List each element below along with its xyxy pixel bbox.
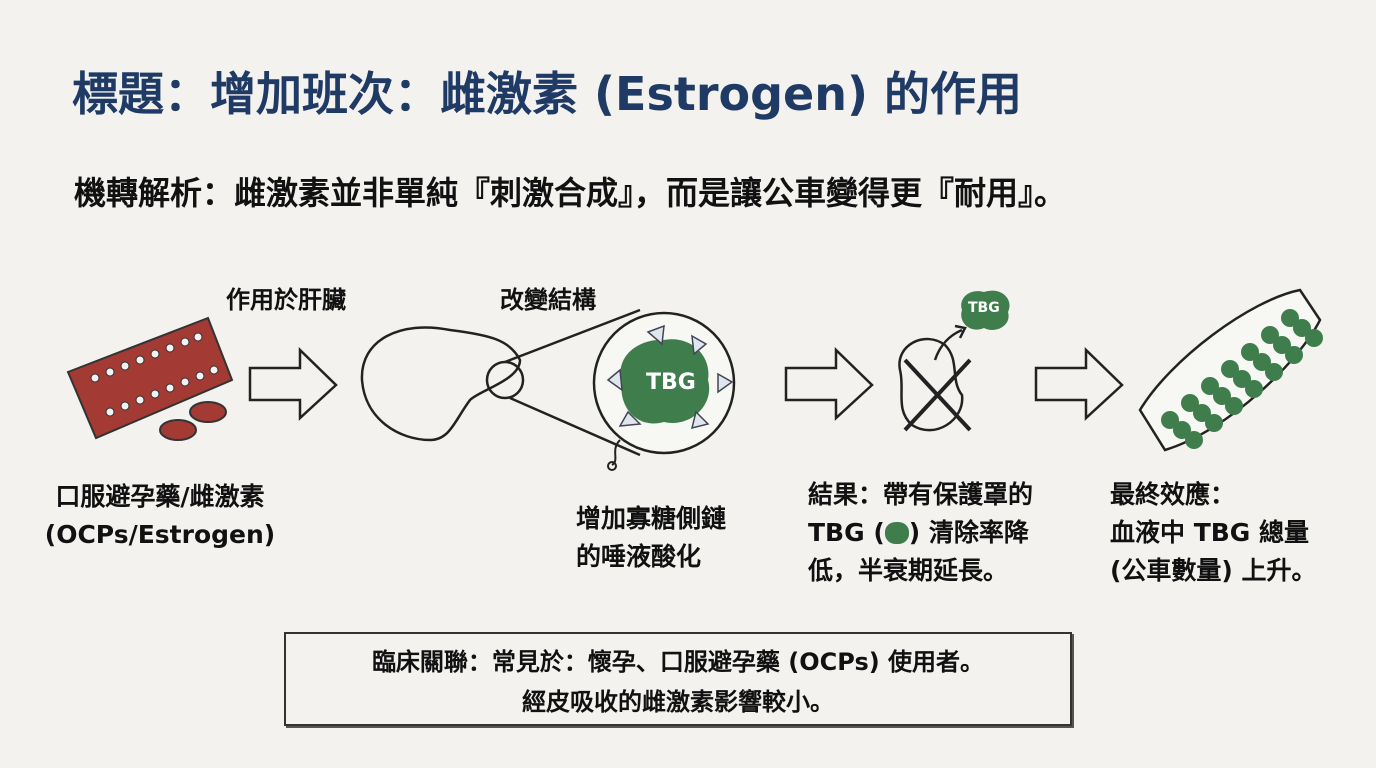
final-caption-2: 血液中 TBG 總量 [1110,518,1310,547]
pill-caption-2: (OCPs/Estrogen) [44,520,276,549]
tbg-cell [1245,380,1263,398]
tbg-cell [1285,346,1303,364]
tbg-cell [1185,431,1203,449]
tbg-release-label: TBG [968,300,1000,316]
sialic-caption-2: 的唾液酸化 [576,542,702,571]
liver-label: 作用於肝臟 [226,286,346,314]
clinical-line-1: 臨床關聯：常見於：懷孕、口服避孕藥 (OCPs) 使用者。 [371,648,985,676]
pill-caption-1: 口服避孕藥/雌激素 [55,482,265,511]
clinical-line-2: 經皮吸收的雌激素影響較小。 [522,688,834,716]
result-caption-1: 結果：帶有保護罩的 [808,480,1034,509]
kidney-blocked-icon [898,324,972,432]
tbg-cell [1253,353,1271,371]
tbg-cell [1225,397,1243,415]
subtitle: 機轉解析：雌激素並非單純『刺激合成』，而是讓公車變得更『耐用』。 [74,174,1067,212]
blood-vessel-icon [1138,288,1323,452]
tbg-cell [1173,421,1191,439]
tbg-cell [1261,326,1279,344]
tbg-cell [1161,411,1179,429]
sialic-caption-1: 增加寡糖側鏈 [576,504,727,533]
final-caption-1: 最終效應： [1110,480,1236,509]
tbg-cell [1305,329,1323,347]
page-title: 標題：增加班次：雌激素 (Estrogen) 的作用 [72,67,1023,121]
tbg-magnified-icon [592,311,736,471]
tbg-center-label: TBG [646,370,696,395]
tbg-cell [1205,414,1223,432]
tbg-cell [1233,370,1251,388]
tbg-cell [1181,394,1199,412]
result-caption-3: 低，半衰期延長。 [808,556,1009,585]
structure-label: 改變結構 [500,286,596,314]
tbg-cell [1193,404,1211,422]
tbg-cell [1265,363,1283,381]
tbg-blob-icon [884,522,909,544]
liver-icon [360,308,641,457]
tbg-cell [1201,377,1219,395]
arrow-icon [248,347,1124,421]
tbg-cell [1213,387,1231,405]
tbg-cell [1221,360,1239,378]
tbg-cell [1241,343,1259,361]
result-caption-2a: TBG ( [808,518,885,547]
pill-pack-icon [66,316,234,441]
clinical-note-box: 臨床關聯：常見於：懷孕、口服避孕藥 (OCPs) 使用者。 經皮吸收的雌激素影響… [284,632,1072,726]
tbg-cell [1273,336,1291,354]
tbg-cell [1281,309,1299,327]
result-caption-2b: ) 清除率降 [908,518,1029,547]
tbg-released-blob [961,290,1010,331]
final-caption-3: (公車數量) 上升。 [1110,556,1317,585]
tbg-cell [1293,319,1311,337]
